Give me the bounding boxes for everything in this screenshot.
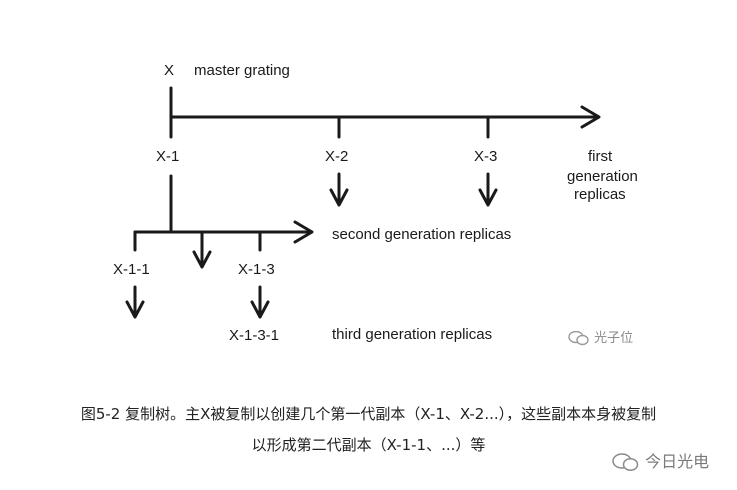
- node-x1-3: X-1-3: [238, 261, 275, 278]
- third-gen-description: third generation replicas: [332, 326, 492, 343]
- wechat-icon: [612, 453, 639, 472]
- arrow-x2-head: [329, 188, 349, 207]
- arrow-x1-3-head: [250, 300, 270, 319]
- node-x1-3-1: X-1-3-1: [229, 327, 279, 344]
- node-x1: X-1: [156, 148, 179, 165]
- wechat-icon: [568, 330, 589, 346]
- watermark-inner-text: 光子位: [594, 331, 634, 346]
- root-description: master grating: [194, 62, 290, 79]
- arrow-x3-head: [478, 188, 498, 207]
- root-label: X: [164, 62, 174, 79]
- second-gen-description: second generation replicas: [332, 226, 511, 243]
- first-gen-desc-line1: first: [588, 148, 613, 165]
- node-x2: X-2: [325, 148, 348, 165]
- node-x3: X-3: [474, 148, 497, 165]
- watermark-footer-text: 今日光电: [645, 452, 710, 471]
- caption-line-2: 以形成第二代副本（X-1-1、...）等: [251, 436, 486, 454]
- node-x1-1: X-1-1: [113, 261, 150, 278]
- first-gen-axis-arrowhead: [580, 105, 601, 129]
- watermark-inner: 光子位: [568, 327, 633, 346]
- arrow-x1-1-head: [125, 300, 145, 319]
- arrow-x1-2-head: [192, 250, 212, 269]
- first-gen-desc-line3: replicas: [574, 186, 626, 203]
- watermark-footer: 今日光电: [612, 448, 709, 472]
- caption-line-1: 图5-2 复制树。主X被复制以创建几个第一代副本（X-1、X-2...），这些副…: [80, 405, 657, 423]
- first-gen-desc-line2: generation: [567, 168, 638, 185]
- second-gen-axis-arrowhead: [293, 220, 314, 244]
